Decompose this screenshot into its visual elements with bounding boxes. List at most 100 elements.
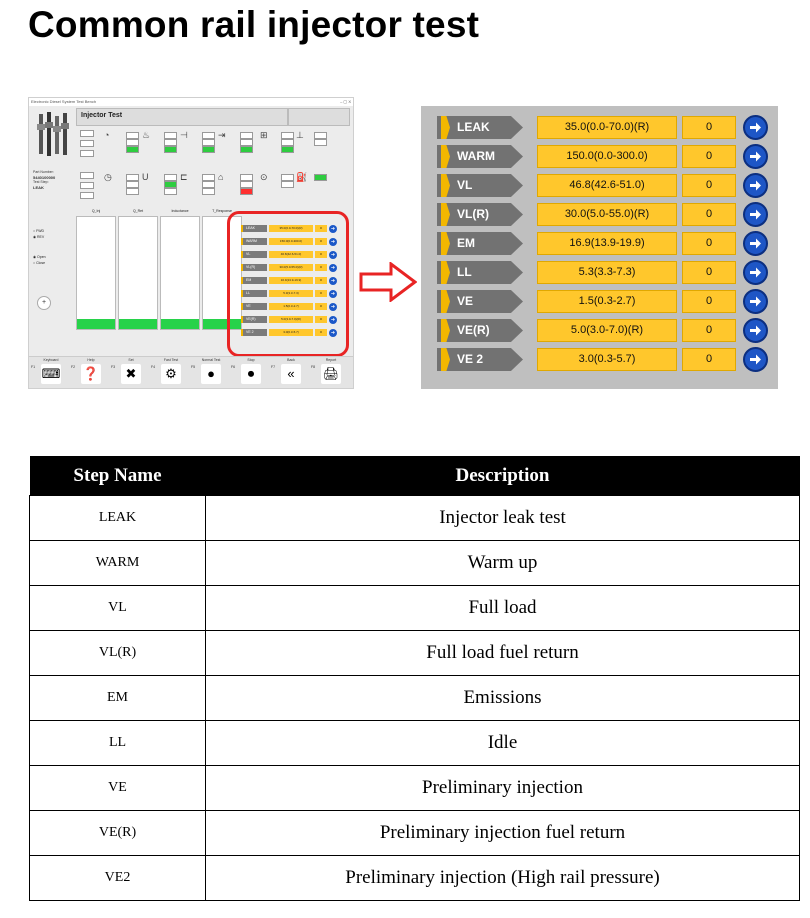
go-arrow-icon[interactable]	[743, 202, 768, 227]
pump-icon: ⊙	[260, 172, 268, 182]
step-name-cell: VE2	[29, 855, 206, 901]
step-label[interactable]: WARM	[437, 145, 523, 168]
param-field[interactable]	[80, 182, 94, 189]
description-cell: Full load	[205, 585, 800, 631]
step-value: 16.9(13.9-19.9)	[537, 232, 677, 255]
meters: Q_Inj Q_Ret Inductance T_Response	[76, 209, 248, 346]
fuel-icon: ⛽	[296, 172, 308, 182]
step-label[interactable]: VE(R)	[437, 319, 523, 342]
step-label[interactable]: VL(R)	[437, 203, 523, 226]
param-value	[126, 188, 139, 195]
go-arrow-icon[interactable]: ➜	[329, 224, 337, 233]
param-field[interactable]	[80, 140, 94, 147]
description-cell: Full load fuel return	[205, 630, 800, 676]
param-field[interactable]	[80, 150, 94, 157]
step-label[interactable]: VE 2	[437, 348, 523, 371]
step-value: 5.3(3.3-7.3)	[537, 261, 677, 284]
go-arrow-icon[interactable]: ➜	[329, 263, 337, 272]
param-field[interactable]	[80, 130, 94, 137]
param-field[interactable]	[80, 192, 94, 199]
go-arrow-icon[interactable]: ➜	[329, 289, 337, 298]
meter-t-response: T_Response	[202, 209, 242, 330]
go-arrow-icon[interactable]: ➜	[329, 315, 337, 324]
right-arrow-icon	[359, 262, 417, 302]
param-value	[164, 139, 177, 146]
go-arrow-icon[interactable]	[743, 347, 768, 372]
go-arrow-icon[interactable]	[743, 144, 768, 169]
valve-icon: ⊣	[180, 130, 188, 140]
stop-icon: ⏺	[241, 364, 261, 384]
window-title: Electronic Diesel System Test Bench	[29, 98, 353, 106]
part-number-label: Part Number:	[33, 170, 54, 174]
meter-q-inj: Q_Inj	[76, 209, 116, 330]
side-info: Part Number: 5440100000 Test Step: LEAK	[33, 170, 55, 190]
go-arrow-icon[interactable]: ➜	[329, 302, 337, 311]
window-controls[interactable]: – ▢ X	[340, 99, 351, 104]
step-count: 0	[682, 232, 736, 255]
go-arrow-icon[interactable]: ➜	[329, 276, 337, 285]
step-label[interactable]: LEAK	[437, 116, 523, 139]
go-arrow-icon[interactable]	[743, 260, 768, 285]
param-value	[202, 174, 215, 181]
radio-close[interactable]: ○ Close	[33, 261, 46, 265]
step-label[interactable]: LL	[437, 261, 523, 284]
time-icon: ⊏	[180, 172, 188, 182]
screen-header-right	[288, 108, 350, 126]
param-value	[314, 139, 327, 146]
mini-step-row[interactable]: VE(R)5.0(3.0-7.0)(R)0➜	[239, 315, 343, 324]
add-button[interactable]: +	[37, 296, 51, 310]
go-arrow-icon[interactable]: ➜	[329, 250, 337, 259]
go-arrow-icon[interactable]	[743, 231, 768, 256]
param-value	[126, 139, 139, 146]
param-value	[281, 181, 294, 188]
go-arrow-icon[interactable]: ➜	[329, 328, 337, 337]
step-count: 0	[682, 203, 736, 226]
radio-fwd[interactable]: ○ FWD	[33, 229, 45, 233]
voltage-icon: U	[142, 172, 149, 182]
go-arrow-icon[interactable]	[743, 173, 768, 198]
go-arrow-icon[interactable]	[743, 318, 768, 343]
table-header-row: Step Name Description	[29, 456, 800, 496]
highlight-outline	[227, 211, 349, 357]
go-arrow-icon[interactable]: ➜	[329, 237, 337, 246]
radio-rev[interactable]: ◉ REV	[33, 235, 45, 239]
param-value	[202, 132, 215, 139]
step-row-ve-r: VE(R) 5.0(3.0-7.0)(R) 0	[427, 317, 775, 343]
step-label[interactable]: VE	[437, 290, 523, 313]
step-label[interactable]: EM	[437, 232, 523, 255]
go-arrow-icon[interactable]	[743, 115, 768, 140]
step-count: 0	[682, 145, 736, 168]
step-value: 3.0(0.3-5.7)	[537, 348, 677, 371]
mini-step-row[interactable]: VL(R)30.0(5.0-55.0)(R)0➜	[239, 263, 343, 272]
description-cell: Preliminary injection (High rail pressur…	[205, 855, 800, 901]
radio-open[interactable]: ◉ Open	[33, 255, 46, 259]
step-label[interactable]: VL	[437, 174, 523, 197]
param-value	[126, 132, 139, 139]
thermometer-icon: ♨	[142, 130, 151, 140]
param-value	[164, 146, 177, 153]
clock-icon: ◷	[104, 172, 112, 182]
param-value	[240, 181, 253, 188]
param-field[interactable]	[80, 172, 94, 179]
param-value	[240, 139, 253, 146]
slide-title: Common rail injector test	[28, 4, 480, 45]
description-cell: Warm up	[205, 540, 800, 586]
table-row: VE(R)Preliminary injection fuel return	[29, 810, 800, 856]
step-row-em: EM 16.9(13.9-19.9) 0	[427, 230, 775, 256]
go-arrow-icon[interactable]	[743, 289, 768, 314]
